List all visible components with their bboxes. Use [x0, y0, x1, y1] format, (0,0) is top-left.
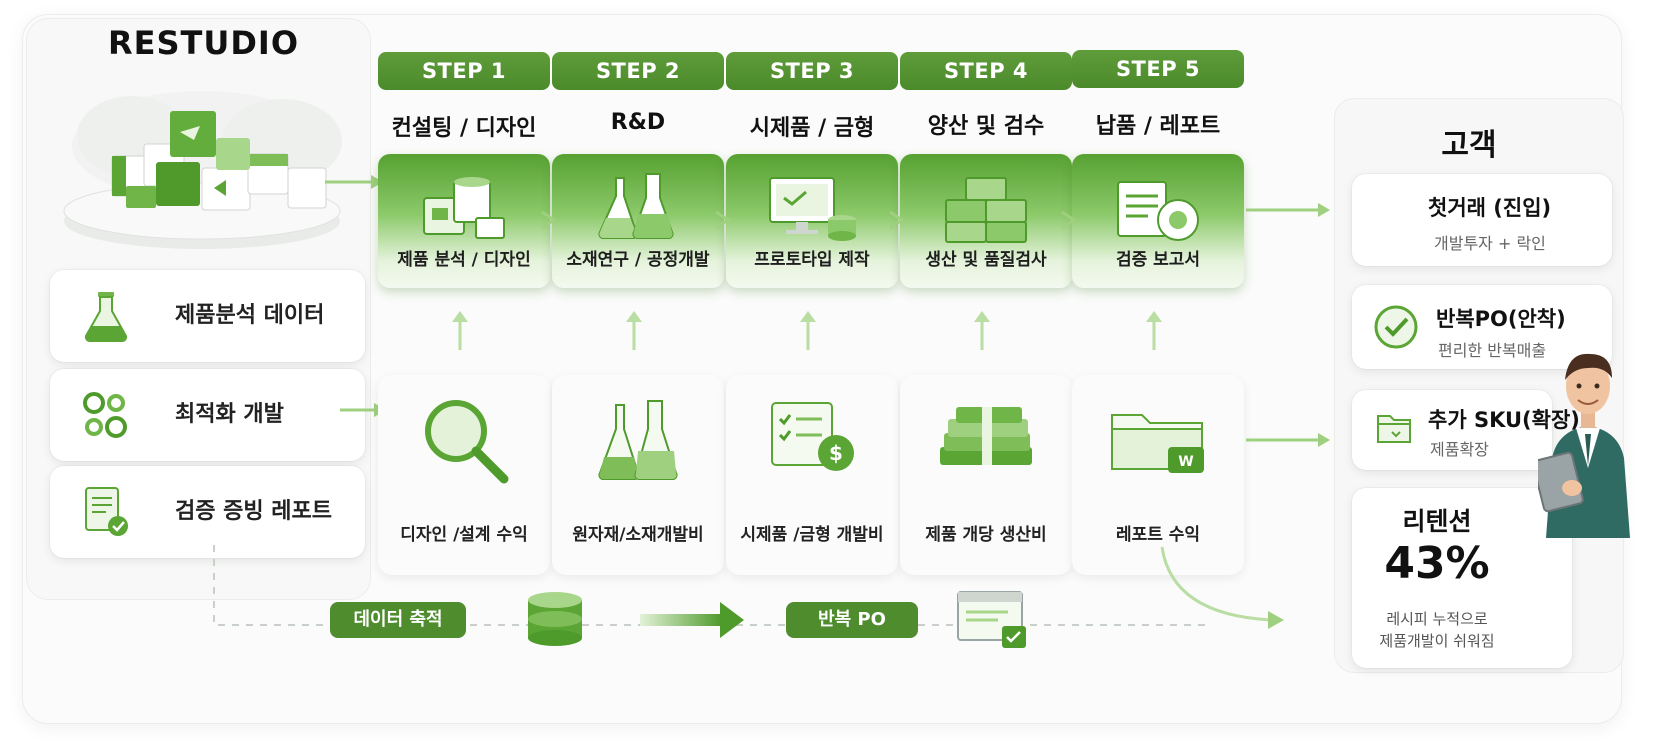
svg-text:W: W — [1178, 454, 1193, 470]
database-icon — [524, 590, 586, 648]
revenue-label-1: 디자인 /설계 수익 — [378, 520, 550, 545]
customer-first-deal: 첫거래 (진입) 개발투자 + 락인 — [1352, 174, 1612, 266]
step-1-title: 컨설팅 / 디자인 — [378, 110, 550, 142]
connector-4-5 — [1060, 210, 1080, 230]
add-sku-sub: 제품확장 — [1430, 436, 1489, 460]
step-1-subtitle: 제품 분석 / 디자인 — [378, 245, 550, 270]
step-2-subtitle: 소재연구 / 공정개발 — [552, 245, 724, 270]
step-4-pill: STEP 4 — [900, 52, 1072, 90]
up-arrow-5 — [1144, 310, 1164, 350]
retention-note-1: 레시피 누적으로 — [1352, 608, 1522, 629]
arrow-to-step1 — [325, 172, 385, 192]
connector-1-2 — [540, 210, 560, 230]
brand-logo: RESTUDIO — [108, 24, 299, 62]
feature-card-optimization: 최적화 개발 — [50, 369, 365, 461]
checklist-money-icon: $ — [752, 387, 872, 497]
repeat-po-pill: 반복 PO — [786, 602, 918, 638]
step-5-pill: STEP 5 — [1072, 50, 1244, 88]
retention-note-2: 제품개발이 쉬워짐 — [1352, 630, 1522, 651]
report-check-icon — [78, 484, 134, 540]
boxes-icon — [414, 168, 514, 248]
folder-payment-icon: W — [1098, 387, 1218, 497]
up-arrow-3 — [798, 310, 818, 350]
cloud-boxes-illustration — [52, 76, 364, 266]
retention-label: 리텐션 — [1352, 502, 1522, 538]
businessman-illustration — [1538, 338, 1638, 538]
step-3-pill: STEP 3 — [726, 52, 898, 90]
folder-icon — [1374, 408, 1414, 448]
flasks-icon — [588, 168, 688, 248]
stacked-boxes-icon — [936, 168, 1036, 248]
step-5-card: 검증 보고서 — [1072, 154, 1244, 288]
flasks-icon — [578, 387, 698, 497]
gears-icon — [78, 387, 134, 443]
flow-arrow — [640, 600, 750, 640]
step-2-pill: STEP 2 — [552, 52, 724, 90]
retention-value: 43% — [1352, 538, 1522, 589]
customer-title: 고객 — [1334, 120, 1604, 164]
data-accumulation-pill: 데이터 축적 — [330, 602, 466, 638]
document-check-icon — [954, 588, 1030, 650]
feature-label: 최적화 개발 — [175, 369, 284, 461]
step-5-subtitle: 검증 보고서 — [1072, 245, 1244, 270]
first-deal-title: 첫거래 (진입) — [1428, 192, 1551, 222]
repeat-po-title: 반복PO(안착) — [1436, 303, 1566, 333]
svg-text:$: $ — [829, 441, 843, 465]
revenue-label-4: 제품 개당 생산비 — [900, 520, 1072, 545]
check-circle-icon — [1372, 303, 1420, 351]
revenue-label-5: 레포트 수익 — [1072, 520, 1244, 545]
first-deal-sub: 개발투자 + 락인 — [1434, 230, 1546, 254]
step-4-subtitle: 생산 및 품질검사 — [900, 245, 1072, 270]
revenue-label-2: 원자재/소재개발비 — [552, 520, 724, 545]
step-1-card: 제품 분석 / 디자인 — [378, 154, 550, 288]
step-5-title: 납품 / 레포트 — [1072, 108, 1244, 140]
step-2-title: R&D — [552, 110, 724, 135]
customer-add-sku: 추가 SKU(확장) 제품확장 — [1352, 390, 1552, 470]
feature-card-product-data: 제품분석 데이터 — [50, 270, 365, 362]
monitor-icon — [762, 168, 862, 248]
cash-stack-icon — [926, 387, 1046, 497]
step-2-card: 소재연구 / 공정개발 — [552, 154, 724, 288]
arrow-to-customer — [1246, 200, 1336, 220]
step-3-subtitle: 프로토타입 제작 — [726, 245, 898, 270]
step-1-pill: STEP 1 — [378, 52, 550, 90]
up-arrow-1 — [450, 310, 470, 350]
step-4-card: 생산 및 품질검사 — [900, 154, 1072, 288]
flask-icon — [78, 288, 134, 344]
connector-2-3 — [714, 210, 734, 230]
magnifier-icon — [404, 387, 524, 497]
step-4-title: 양산 및 검수 — [900, 108, 1072, 140]
up-arrow-2 — [624, 310, 644, 350]
feature-label: 제품분석 데이터 — [175, 270, 324, 362]
revenue-label-3: 시제품 /금형 개발비 — [726, 520, 898, 545]
repeat-po-sub: 편리한 반복매출 — [1438, 337, 1546, 361]
step-3-title: 시제품 / 금형 — [726, 110, 898, 142]
connector-3-4 — [888, 210, 908, 230]
up-arrow-4 — [972, 310, 992, 350]
report-disc-icon — [1108, 168, 1208, 248]
step-3-card: 프로토타입 제작 — [726, 154, 898, 288]
arrow-report-to-customer — [1246, 430, 1336, 450]
